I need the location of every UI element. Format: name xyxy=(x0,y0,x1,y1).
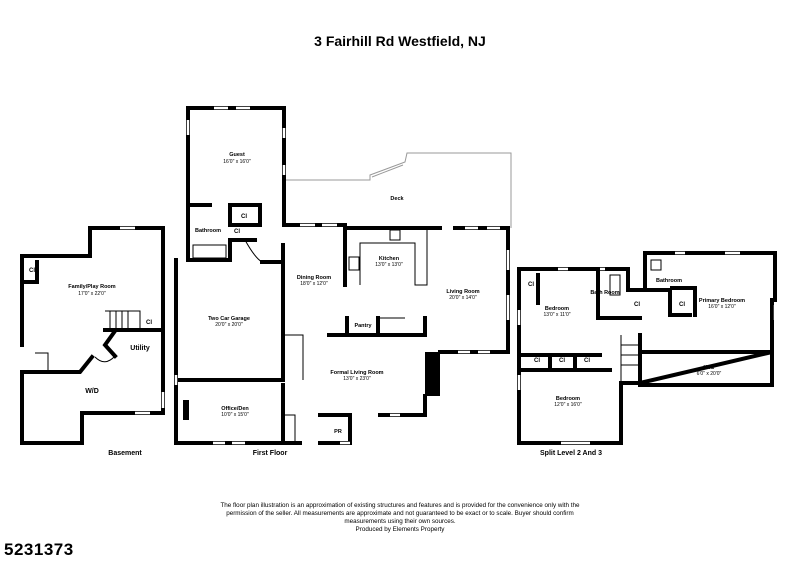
closet-label: Cl xyxy=(679,302,685,308)
disclaimer: The floor plan illustration is an approx… xyxy=(200,502,600,534)
floor-label: Split Level 2 And 3 xyxy=(540,450,602,457)
room-dims: 13'0" x 23'0" xyxy=(343,376,371,382)
room-label: Dining Room xyxy=(297,275,331,281)
room-label: WIC xyxy=(704,365,715,371)
room-label: Utility xyxy=(130,345,150,352)
room-dims: 16'0" x 12'0" xyxy=(708,304,736,310)
disclaimer-line: measurements using their own sources. xyxy=(344,518,456,525)
room-label: Office/Den xyxy=(221,406,249,412)
room-dims: 17'0" x 22'0" xyxy=(78,291,106,297)
closet-label: Cl xyxy=(534,358,540,364)
closet-label: Cl xyxy=(528,282,534,288)
room-label: Kitchen xyxy=(379,256,400,262)
disclaimer-line: The floor plan illustration is an approx… xyxy=(220,502,580,509)
disclaimer-line: permission of the seller. All measuremen… xyxy=(226,510,574,517)
room-dims: 20'0" x 14'0" xyxy=(449,295,477,301)
closet-label: Cl xyxy=(584,358,590,364)
room-dims: 16'0" x 16'0" xyxy=(223,159,251,165)
basement-plan: Family/Play Room 17'0" x 22'0" Utility W… xyxy=(20,226,165,457)
floor-label: Basement xyxy=(108,450,142,457)
room-dims: 6'0" x 20'0" xyxy=(697,371,722,377)
first-floor-plan: Guest 16'0" x 16'0" Deck Bathroom Cl Cl … xyxy=(174,106,512,457)
room-dims: 20'0" x 20'0" xyxy=(215,322,243,328)
room-dims: 10'0" x 15'0" xyxy=(221,412,249,418)
closet-label: Cl xyxy=(634,302,640,308)
room-label: Family/Play Room xyxy=(68,284,115,290)
closet-label: Cl xyxy=(29,268,35,274)
closet-label: Cl xyxy=(559,358,565,364)
producer-credit: Produced by Elements Property xyxy=(355,526,445,533)
room-dims: 12'0" x 16'0" xyxy=(554,402,582,408)
room-label: Bedroom xyxy=(556,396,580,402)
room-dims: 13'0" x 13'0" xyxy=(375,262,403,268)
room-label: Guest xyxy=(229,152,245,158)
room-label: Deck xyxy=(390,196,404,202)
room-label: Bathroom xyxy=(656,278,682,284)
room-dims: 18'0" x 12'0" xyxy=(300,281,328,287)
closet-label: Cl xyxy=(234,229,240,235)
listing-id: 5231373 xyxy=(4,540,74,559)
room-label: Formal Living Room xyxy=(330,370,383,376)
room-label: Pantry xyxy=(354,323,372,329)
room-label: PR xyxy=(334,429,342,435)
room-dims: 13'0" x 11'0" xyxy=(543,312,570,318)
room-label: Bath Room xyxy=(590,290,619,296)
closet-label: Cl xyxy=(146,320,152,326)
room-label: Bedroom xyxy=(545,306,569,312)
closet-label: Cl xyxy=(241,214,247,220)
room-label: Two Car Garage xyxy=(208,316,250,322)
room-label: WIC xyxy=(247,238,258,244)
page-title: 3 Fairhill Rd Westfield, NJ xyxy=(314,33,486,49)
room-label: Primary Bedroom xyxy=(699,298,745,304)
floor-label: First Floor xyxy=(253,450,288,457)
split-level-plan: Bedroom 13'0" x 11'0" Bath Room Bathroom… xyxy=(517,251,777,457)
room-label: W/D xyxy=(85,388,99,395)
room-label: Bathroom xyxy=(195,228,221,234)
room-label: Living Room xyxy=(446,289,479,295)
